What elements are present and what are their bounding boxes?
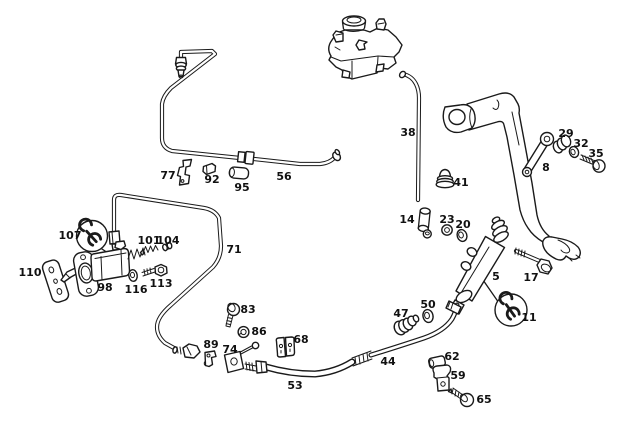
part-label-23: 23 (439, 213, 454, 226)
pipe-56-bleeder-fitting (174, 56, 188, 79)
part-label-77: 77 (160, 169, 175, 182)
pedal-pad (542, 236, 581, 262)
hose-38 (398, 70, 422, 203)
ring-50 (422, 308, 434, 324)
part-label-53: 53 (287, 379, 302, 392)
clip-92 (202, 162, 217, 176)
part-label-59: 59 (450, 369, 465, 382)
washer-stack-29 (552, 134, 572, 154)
part-label-101: 101 (138, 234, 161, 247)
open-end-wrench-icon (498, 291, 521, 321)
hose-union-fitting (244, 360, 268, 374)
open-end-wrench-icon (78, 217, 103, 247)
part-label-113: 113 (150, 277, 173, 290)
part-label-116: 116 (125, 283, 148, 296)
part-label-47: 47 (393, 307, 408, 320)
bushing-32 (568, 145, 580, 159)
spring-101 (139, 245, 159, 256)
part-label-104: 104 (157, 234, 180, 247)
part-label-8: 8 (542, 161, 550, 174)
part-label-38: 38 (400, 126, 415, 139)
bracket-74 (223, 341, 260, 374)
reservoir-cap (341, 15, 367, 32)
bolt-35 (579, 154, 606, 173)
part-label-110: 110 (19, 266, 42, 279)
sleeve-95 (228, 166, 250, 180)
part-label-41: 41 (453, 176, 468, 189)
pipe-56-coupling (236, 150, 255, 165)
bolt-113 (141, 263, 168, 277)
part-label-14: 14 (399, 213, 415, 226)
clip-89 (203, 350, 217, 368)
master-cylinder-body (90, 240, 146, 282)
pedal-hub (442, 103, 476, 134)
pipe-56-end-fitting (332, 148, 342, 162)
part-label-74: 74 (222, 343, 238, 356)
screw-65 (447, 387, 475, 408)
pin-104 (162, 241, 173, 252)
pipe-71 (111, 192, 224, 359)
part-label-50: 50 (420, 298, 436, 311)
part-label-35: 35 (588, 147, 603, 160)
bolt-17 (513, 247, 553, 275)
fluid-reservoir (328, 15, 403, 80)
boot-47 (393, 314, 420, 336)
part-label-83: 83 (240, 303, 255, 316)
connector-14 (417, 207, 432, 239)
part-label-89: 89 (203, 338, 218, 351)
nut-23 (441, 224, 453, 236)
part-label-29: 29 (558, 127, 573, 140)
pipe-56 (159, 48, 342, 167)
part-label-65: 65 (476, 393, 491, 406)
master-cylinder-98 (60, 230, 146, 297)
wrench-callout-11 (494, 291, 528, 327)
part-label-92: 92 (204, 173, 219, 186)
part-label-56: 56 (276, 170, 292, 183)
part-label-44: 44 (380, 355, 396, 368)
hose-end-fitting (445, 300, 462, 315)
part-label-86: 86 (251, 325, 267, 338)
part-label-20: 20 (455, 218, 471, 231)
part-label-32: 32 (573, 137, 588, 150)
part-label-5: 5 (492, 270, 500, 283)
clutch-pedal (442, 92, 581, 262)
grommet-41 (435, 168, 455, 189)
part-label-107: 107 (59, 229, 82, 242)
bracket-68 (275, 336, 296, 358)
wrench-callout-107 (75, 217, 112, 256)
part-label-11: 11 (521, 311, 536, 324)
hose-53 (244, 300, 462, 378)
part-label-95: 95 (234, 181, 249, 194)
ring-20 (456, 228, 468, 243)
bracket-59 (432, 364, 452, 392)
pipe-71-end-nut (172, 343, 201, 359)
part-label-98: 98 (97, 281, 112, 294)
reservoir-nipples (332, 18, 387, 43)
lock-washer-86 (237, 325, 250, 339)
bracket-77 (176, 158, 193, 186)
part-label-62: 62 (444, 350, 459, 363)
part-label-71: 71 (226, 243, 241, 256)
link-rod-8 (521, 131, 555, 178)
bolt-83 (225, 302, 241, 328)
washer-116 (128, 269, 138, 282)
part-label-68: 68 (293, 333, 308, 346)
hose-crimp-44 (351, 350, 373, 367)
slave-cylinder-boot (490, 216, 509, 243)
part-label-17: 17 (523, 271, 538, 284)
